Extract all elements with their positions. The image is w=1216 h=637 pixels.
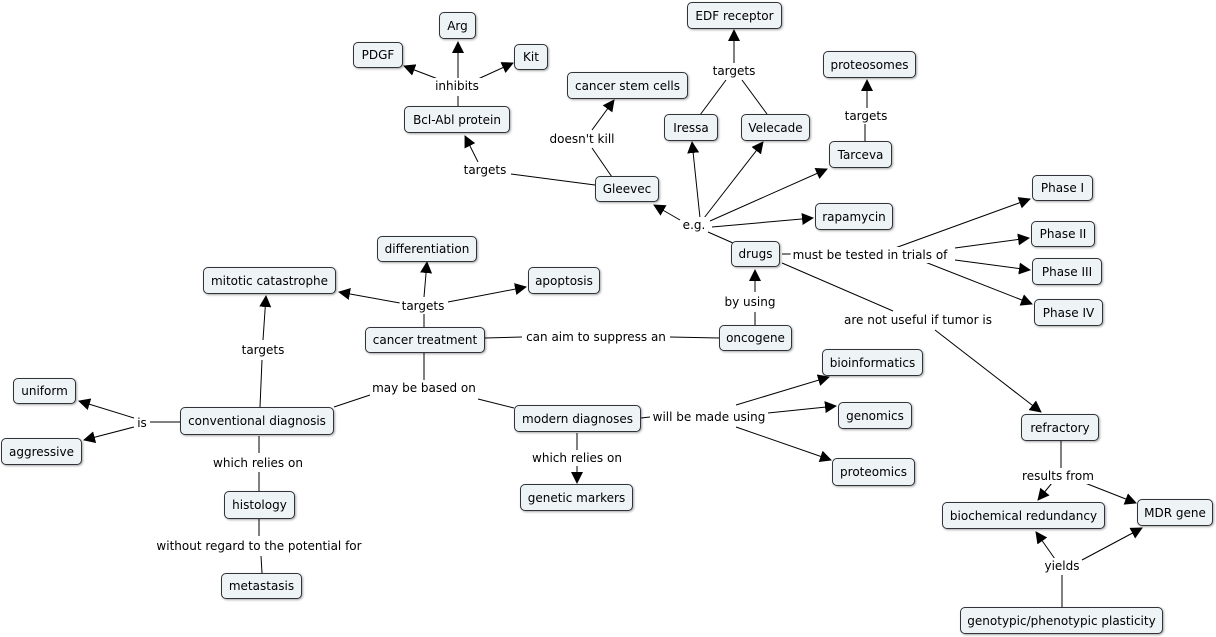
link-label-can-aim: can aim to suppress an: [524, 329, 668, 345]
arrow-eg-iressa: [687, 141, 701, 219]
line-iressa-targets: [699, 79, 727, 116]
arrow-is-aggressive: [83, 426, 135, 444]
arrow-results-biochemical: [1037, 482, 1053, 501]
link-label-will-be-made: will be made using: [650, 409, 768, 425]
node-mitotic-catastrophe[interactable]: mitotic catastrophe: [203, 267, 336, 294]
arrow-eg-tarceva: [709, 167, 828, 222]
arrow-targets-bcl: [464, 135, 479, 163]
line-gleevec-targets: [510, 173, 596, 186]
arrow-eg-rapamycin: [711, 213, 814, 228]
node-bcl-abl-protein[interactable]: Bcl-Abl protein: [404, 106, 510, 133]
node-bioinformatics[interactable]: bioinformatics: [822, 349, 923, 376]
line-gleevec-doesnt-kill: [591, 147, 613, 178]
line-drugs-not-useful: [781, 262, 894, 312]
arrow-tested-phase4: [924, 261, 1033, 306]
arrow-eg-gleevec: [653, 204, 681, 221]
arrow-yields-biochemical: [1035, 531, 1056, 560]
line-without-metastasis: [260, 555, 263, 574]
arrow-tested-phase3: [954, 259, 1031, 275]
arrow-yields-mdr: [1081, 527, 1143, 561]
node-rapamycin[interactable]: rapamycin: [815, 203, 893, 230]
node-mdr-gene[interactable]: MDR gene: [1137, 499, 1213, 526]
line-modern-made: [640, 416, 651, 419]
arrow-targets-apoptosis: [447, 283, 527, 303]
line-drugs-eg: [707, 231, 734, 244]
link-label-without-regard: without regard to the potential for: [154, 538, 364, 554]
link-label-may-be-based: may be based on: [370, 380, 478, 396]
node-histology[interactable]: histology: [224, 491, 295, 519]
node-proteosomes[interactable]: proteosomes: [823, 51, 916, 78]
link-label-relies-on-conv: which relies on: [211, 455, 305, 471]
node-cancer-treatment[interactable]: cancer treatment: [365, 327, 485, 353]
link-label-not-useful: are not useful if tumor is: [842, 312, 994, 328]
node-arg[interactable]: Arg: [439, 12, 476, 39]
node-aggressive[interactable]: aggressive: [1, 438, 82, 465]
line-velecade-targets: [741, 79, 768, 115]
link-label-targets-edf: targets: [710, 63, 758, 79]
link-label-inhibits: inhibits: [433, 78, 481, 94]
arrow-inhibits-kit: [477, 62, 514, 80]
link-label-results-from: results from: [1020, 468, 1096, 484]
node-apoptosis[interactable]: apoptosis: [528, 267, 600, 294]
arrow-tested-phase2: [954, 233, 1030, 249]
node-tarceva[interactable]: Tarceva: [829, 141, 892, 168]
node-genomics[interactable]: genomics: [838, 402, 912, 429]
node-uniform[interactable]: uniform: [13, 378, 76, 404]
node-proteomics[interactable]: proteomics: [832, 458, 915, 486]
link-label-is: is: [135, 415, 149, 431]
node-phase-iv[interactable]: Phase IV: [1034, 299, 1103, 326]
node-velecade[interactable]: Velecade: [741, 114, 810, 141]
link-label-eg: e.g.: [680, 217, 708, 233]
arrow-made-bioinformatics: [735, 374, 830, 406]
arrow-results-mdr: [1084, 482, 1137, 505]
node-metastasis[interactable]: metastasis: [221, 573, 302, 599]
link-label-by-using: by using: [722, 294, 778, 310]
line-conv-targets: [259, 359, 263, 408]
node-differentiation[interactable]: differentiation: [377, 236, 477, 262]
node-gleevec[interactable]: Gleevec: [595, 176, 659, 202]
node-conventional-diagnosis[interactable]: conventional diagnosis: [180, 407, 334, 435]
node-drugs[interactable]: drugs: [731, 241, 780, 267]
arrow-tested-phase1: [894, 197, 1031, 249]
node-phase-ii[interactable]: Phase II: [1031, 221, 1095, 247]
node-kit[interactable]: Kit: [514, 44, 548, 70]
node-pdgf[interactable]: PDGF: [353, 42, 403, 68]
link-label-targets-conv: targets: [239, 342, 287, 358]
arrow-not-useful-refractory: [934, 329, 1042, 413]
link-label-doesnt-kill: doesn't kill: [547, 131, 617, 147]
node-genotypic-phenotypic-plasticity[interactable]: genotypic/phenotypic plasticity: [960, 607, 1163, 634]
arrow-eg-velecade: [703, 141, 764, 219]
node-genetic-markers[interactable]: genetic markers: [520, 484, 633, 511]
arrow-targets-mitotic-conv: [259, 295, 272, 341]
node-phase-iii[interactable]: Phase III: [1032, 258, 1102, 285]
line-can-aim-oncogene: [669, 336, 720, 339]
link-label-relies-on-modern: which relies on: [530, 450, 624, 466]
arrow-is-uniform: [78, 398, 135, 419]
link-label-targets-proteosomes: targets: [842, 108, 890, 124]
link-label-targets-bcl: targets: [461, 162, 509, 178]
node-modern-diagnoses[interactable]: modern diagnoses: [514, 405, 641, 432]
link-label-yields: yields: [1042, 558, 1082, 574]
link-label-must-be-tested: must be tested in trials of: [790, 247, 950, 263]
arrow-made-proteomics: [735, 426, 832, 463]
arrow-doesnt-kill-csc: [591, 99, 615, 131]
arrow-inhibits-pdgf: [403, 64, 439, 80]
arrow-targets-mitotic: [338, 288, 401, 304]
line-treatment-can-aim: [484, 336, 523, 339]
line-based-modern: [477, 398, 515, 409]
node-biochemical-redundancy[interactable]: biochemical redundancy: [942, 502, 1105, 529]
link-label-targets-treatment: targets: [399, 298, 447, 314]
node-phase-i[interactable]: Phase I: [1032, 175, 1093, 201]
node-edf-receptor[interactable]: EDF receptor: [687, 2, 782, 29]
arrow-targets-differentiation: [420, 261, 433, 298]
arrow-made-genomics: [767, 401, 837, 414]
node-oncogene[interactable]: oncogene: [719, 325, 792, 351]
node-iressa[interactable]: Iressa: [664, 114, 718, 141]
node-cancer-stem-cells[interactable]: cancer stem cells: [567, 72, 688, 99]
line-based-conv: [333, 394, 371, 408]
node-refractory[interactable]: refractory: [1021, 414, 1099, 441]
